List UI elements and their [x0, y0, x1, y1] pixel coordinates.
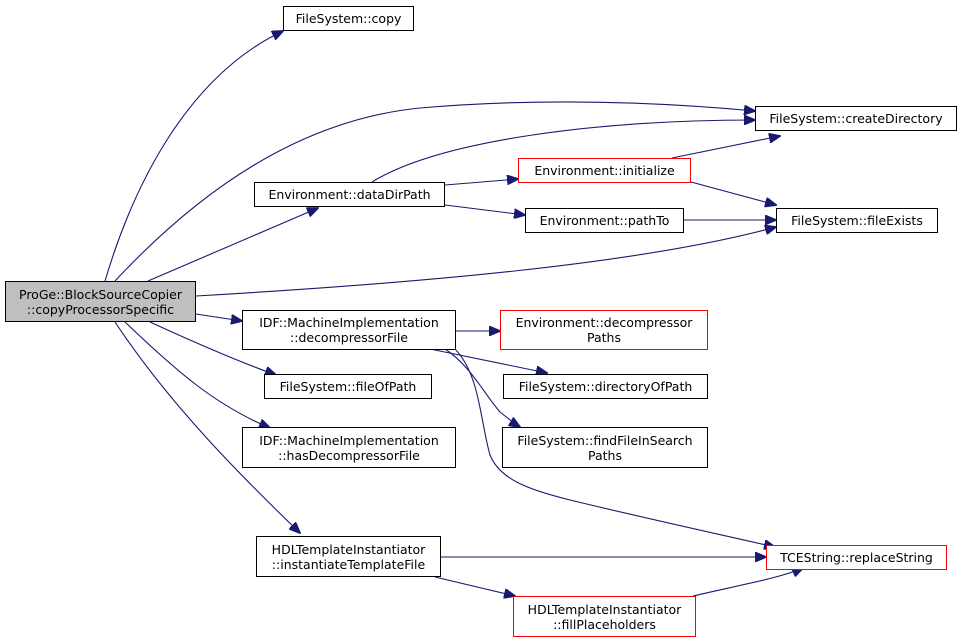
edge-root-to-env-datadirpath	[147, 208, 318, 282]
edge-fillplaceholders-to-tce-replacestring	[692, 568, 803, 597]
edge-idf-decomp-to-fs-directoryofpath	[429, 348, 547, 373]
edge-datadir-to-env-initialize	[444, 179, 518, 186]
node-filesystem-directoryofpath[interactable]: FileSystem::directoryOfPath	[503, 374, 708, 399]
edge-root-to-fs-fileofpath	[149, 321, 276, 375]
node-label-line1: HDLTemplateInstantiator	[271, 541, 426, 557]
edge-datadir-to-fs-createdirectory	[371, 120, 755, 183]
node-label-line1: HDLTemplateInstantiator	[527, 601, 682, 617]
edge-root-to-fs-fileexists	[195, 227, 776, 297]
node-label-line2: Paths	[588, 447, 622, 463]
node-label: FileSystem::copy	[295, 11, 402, 26]
edge-initialize-to-fs-createdirectory	[671, 136, 780, 159]
edge-root-to-fs-copy	[104, 31, 283, 282]
node-environment-datadirpath[interactable]: Environment::dataDirPath	[254, 182, 445, 207]
node-label: TCEString::replaceString	[780, 550, 933, 565]
node-filesystem-fileofpath[interactable]: FileSystem::fileOfPath	[264, 374, 432, 399]
node-label: FileSystem::fileOfPath	[279, 379, 417, 394]
node-label-line2: ::copyProcessorSpecific	[26, 301, 175, 317]
node-progge-blocksourcecopier-copyprocessorspecific: ProGe::BlockSourceCopier ::copyProcessor…	[5, 281, 196, 322]
node-filesystem-copy[interactable]: FileSystem::copy	[283, 6, 414, 31]
node-environment-pathto[interactable]: Environment::pathTo	[525, 208, 684, 233]
edge-root-to-idf-decompressorfile	[195, 313, 242, 321]
node-label-line1: IDF::MachineImplementation	[259, 315, 439, 330]
node-label-line1: ProGe::BlockSourceCopier	[19, 286, 182, 302]
node-filesystem-findfileinsearchpaths[interactable]: FileSystem::findFileInSearch Paths	[502, 427, 708, 468]
node-environment-initialize[interactable]: Environment::initialize	[518, 158, 691, 183]
node-tcestring-replacestring[interactable]: TCEString::replaceString	[766, 545, 947, 570]
node-label-line1: FileSystem::findFileInSearch	[517, 432, 693, 448]
node-idf-machineimplementation-hasdecompressorfile[interactable]: IDF::MachineImplementation ::hasDecompre…	[242, 427, 456, 468]
edge-root-to-idf-hasdecompressorfile	[124, 321, 270, 428]
node-label: FileSystem::createDirectory	[769, 111, 943, 126]
edge-initialize-to-fs-fileexists	[679, 178, 776, 205]
node-label: Environment::initialize	[534, 163, 675, 178]
edge-hdl-inst-to-hdl-fillplaceholders	[434, 576, 515, 596]
node-label-line1: Environment::decompressor	[515, 315, 693, 330]
node-filesystem-createdirectory[interactable]: FileSystem::createDirectory	[755, 106, 957, 131]
edge-datadir-to-env-pathto	[444, 204, 525, 215]
node-label-line2: ::instantiateTemplateFile	[271, 556, 426, 572]
node-hdltemplateinstantiator-instantiatetemplatefile[interactable]: HDLTemplateInstantiator ::instantiateTem…	[256, 536, 441, 577]
edge-root-to-hdl-instantiatetemplatefile	[114, 321, 300, 533]
node-label: Environment::dataDirPath	[268, 187, 431, 202]
node-label-line2: ::decompressorFile	[290, 330, 408, 345]
node-label: FileSystem::fileExists	[791, 213, 923, 228]
edge-root-to-fs-createdirectory	[114, 101, 755, 282]
node-hdltemplateinstantiator-fillplaceholders[interactable]: HDLTemplateInstantiator ::fillPlaceholde…	[513, 596, 696, 637]
node-label-line2: ::fillPlaceholders	[553, 616, 656, 632]
node-idf-machineimplementation-decompressorfile[interactable]: IDF::MachineImplementation ::decompresso…	[242, 310, 456, 350]
edge-idf-decomp-to-fs-findfileinsearchpaths	[444, 348, 520, 427]
node-label-line2: ::hasDecompressorFile	[278, 447, 420, 463]
node-label-line1: IDF::MachineImplementation	[259, 432, 439, 448]
node-label: Environment::pathTo	[539, 213, 670, 228]
node-label-line2: Paths	[587, 330, 621, 345]
node-filesystem-fileexists[interactable]: FileSystem::fileExists	[776, 208, 938, 233]
edge-idf-decomp-to-tce-replacestring	[454, 348, 775, 547]
node-label: FileSystem::directoryOfPath	[518, 379, 693, 394]
node-environment-decompressorpaths[interactable]: Environment::decompressor Paths	[500, 310, 708, 350]
